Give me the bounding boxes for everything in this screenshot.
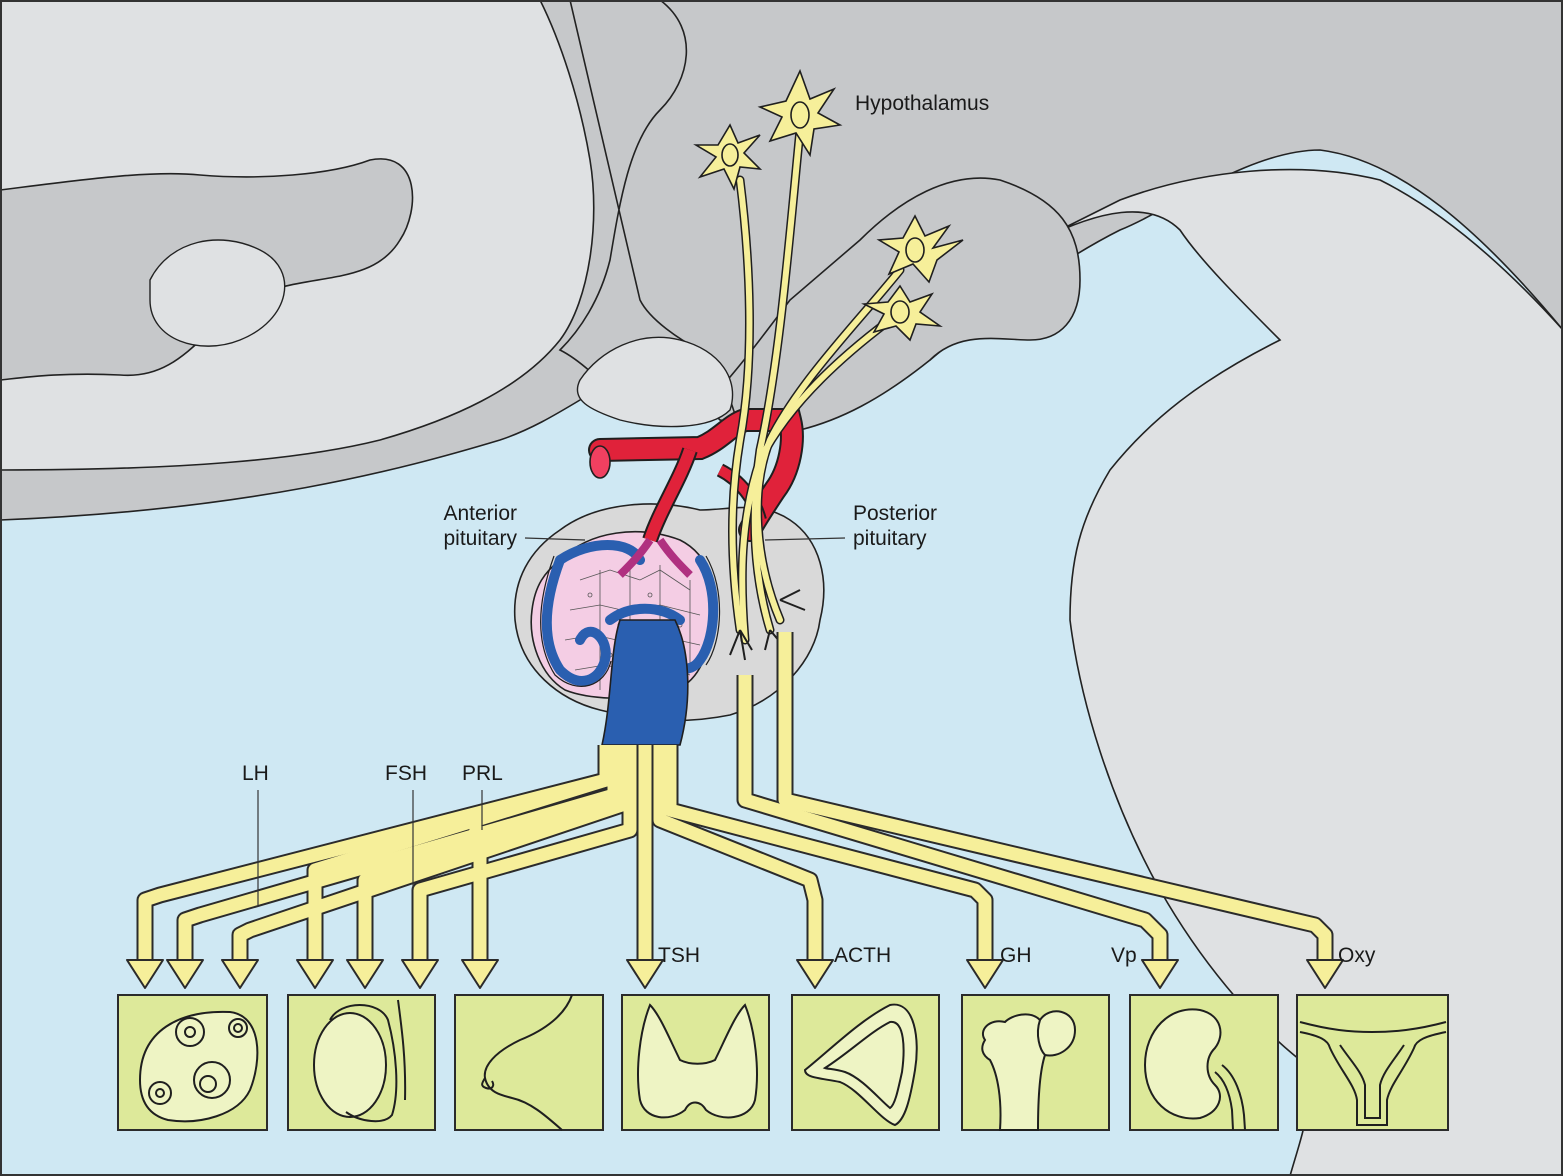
label-posterior-line1: Posterior: [853, 502, 937, 525]
venous-trunk: [602, 620, 688, 745]
thyroid-icon: [622, 995, 769, 1130]
testis-icon: [288, 995, 435, 1130]
label-hypothalamus: Hypothalamus: [855, 92, 989, 115]
label-tsh: TSH: [658, 944, 700, 967]
bone-icon: [962, 995, 1109, 1130]
label-anterior-line1: Anterior: [443, 502, 517, 525]
label-gh: GH: [1000, 944, 1032, 967]
ovary-icon: [118, 995, 267, 1130]
label-oxy: Oxy: [1338, 944, 1376, 967]
kidney-icon: [1130, 995, 1278, 1130]
label-acth: ACTH: [834, 944, 891, 967]
breast-icon: [455, 995, 603, 1130]
label-lh: LH: [242, 762, 269, 785]
label-anterior-line2: pituitary: [443, 527, 517, 550]
label-prl: PRL: [462, 762, 503, 785]
label-posterior-line2: pituitary: [853, 527, 927, 550]
uterus-icon: [1297, 995, 1448, 1130]
label-fsh: FSH: [385, 762, 427, 785]
adrenal-icon: [792, 995, 939, 1130]
label-vp: Vp: [1111, 944, 1137, 967]
